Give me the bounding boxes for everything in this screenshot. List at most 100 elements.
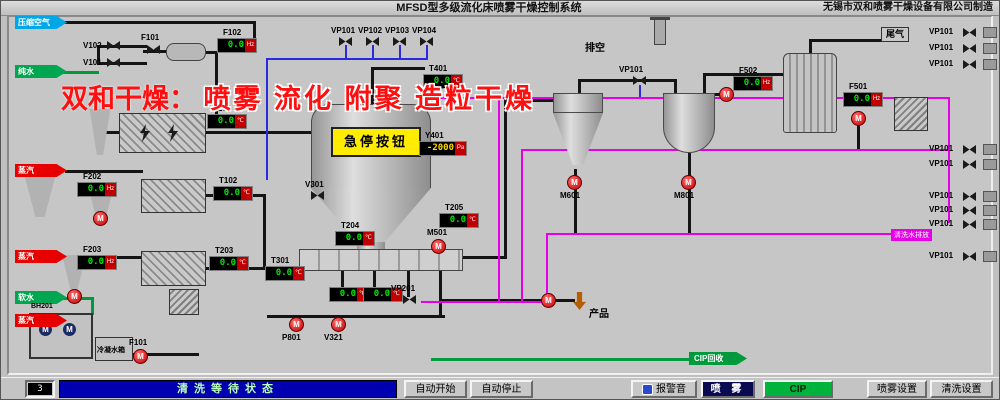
alarm-sound-button[interactable]: 报警音	[631, 380, 697, 398]
pipe	[546, 233, 548, 303]
pipe	[371, 67, 374, 106]
display-unit: ℃	[235, 115, 246, 128]
valve-icon[interactable]	[963, 28, 976, 37]
page-number-box[interactable]: 3	[25, 380, 55, 398]
display-label: F203	[83, 245, 102, 254]
pipe	[703, 73, 785, 76]
valve-icon[interactable]	[963, 206, 976, 215]
numeric-display: 0.0℃	[363, 287, 403, 302]
display-unit: ℃	[451, 75, 462, 88]
valve-icon[interactable]	[420, 37, 433, 46]
pipe	[372, 45, 374, 58]
emergency-stop-button[interactable]: 急停按钮	[331, 127, 421, 157]
pipe	[431, 97, 433, 109]
agitator-motor-icon[interactable]: M	[63, 323, 76, 336]
heat-exchanger	[141, 251, 206, 286]
pipe	[504, 99, 507, 259]
pipe	[574, 169, 577, 233]
valve-label: VP101	[929, 205, 954, 214]
pipe	[373, 271, 376, 288]
display-unit: ℃	[391, 288, 402, 301]
filter-box	[169, 289, 199, 315]
valve-icon[interactable]	[963, 60, 976, 69]
pipe	[857, 121, 860, 151]
lightning-icon	[168, 124, 178, 142]
valve-label: VP104	[412, 26, 437, 35]
valve-icon[interactable]	[963, 145, 976, 154]
pump-icon[interactable]: M	[289, 317, 304, 332]
pump-icon[interactable]: M	[67, 289, 82, 304]
pipe	[206, 51, 218, 54]
pipe	[809, 39, 812, 55]
display-label: F102	[223, 28, 242, 37]
pump-icon[interactable]: M	[719, 87, 734, 102]
pump-icon[interactable]: M	[431, 239, 446, 254]
display-label: T203	[215, 246, 234, 255]
display-value: 0.0	[339, 289, 356, 299]
display-value: 0.0	[449, 215, 466, 225]
valve-icon[interactable]	[107, 41, 120, 50]
pump-icon[interactable]: M	[331, 317, 346, 332]
valve-label: VP101	[929, 43, 954, 52]
display-unit: Hz	[245, 39, 256, 52]
valve-icon[interactable]	[311, 191, 324, 200]
display-unit: ℃	[357, 288, 368, 301]
display-value: 0.0	[345, 233, 362, 243]
cyclone-separator	[553, 93, 603, 113]
pump-icon[interactable]: M	[681, 175, 696, 190]
valve-label: VP101	[929, 219, 954, 228]
filter-box	[894, 97, 928, 131]
numeric-display: 0.0℃	[335, 231, 375, 246]
display-label: T201	[213, 104, 232, 113]
pipe-stub	[983, 59, 997, 70]
stream-tag: 蒸汽	[15, 164, 67, 177]
display-value: 0.0	[275, 268, 292, 278]
valve-label: V101	[83, 58, 102, 67]
cip-button[interactable]: CIP	[763, 380, 833, 398]
valve-icon[interactable]	[147, 45, 160, 54]
clean-settings-button[interactable]: 清洗设置	[930, 380, 993, 398]
pipe	[399, 45, 401, 58]
valve-icon[interactable]	[963, 44, 976, 53]
pump-icon[interactable]: M	[93, 211, 108, 226]
valve-label: V102	[83, 41, 102, 50]
numeric-display: 0.0℃	[209, 256, 249, 271]
valve-icon[interactable]	[403, 295, 416, 304]
valve-icon[interactable]	[366, 37, 379, 46]
valve-icon[interactable]	[633, 76, 646, 85]
auto-start-button[interactable]: 自动开始	[404, 380, 467, 398]
pipe	[91, 297, 94, 315]
pipe	[206, 131, 313, 134]
pump-label: M501	[427, 228, 448, 237]
pump-label: M801	[674, 191, 695, 200]
spray-settings-button[interactable]: 喷雾设置	[867, 380, 927, 398]
valve-label: VP101	[929, 191, 954, 200]
spray-button[interactable]: 喷 雾	[701, 380, 755, 398]
vent-stack	[654, 19, 666, 45]
stream-tag: 蒸汽	[15, 314, 67, 327]
pump-icon[interactable]: M	[133, 349, 148, 364]
spray-settings-label: 喷雾设置	[877, 383, 917, 395]
valve-icon[interactable]	[963, 220, 976, 229]
display-value: 0.0	[433, 76, 450, 86]
pump-icon[interactable]: M	[567, 175, 582, 190]
pipe	[371, 67, 425, 70]
pump-icon[interactable]: M	[851, 111, 866, 126]
pump-label: V321	[324, 333, 343, 342]
auto-stop-label: 自动停止	[481, 383, 522, 395]
pipe	[703, 73, 706, 95]
valve-icon[interactable]	[963, 160, 976, 169]
valve-icon[interactable]	[393, 37, 406, 46]
valve-icon[interactable]	[339, 37, 352, 46]
vent-label: 排空	[585, 43, 605, 54]
display-label: F502	[739, 66, 758, 75]
valve-icon[interactable]	[963, 192, 976, 201]
numeric-display: 0.0℃	[439, 213, 479, 228]
valve-icon[interactable]	[107, 58, 120, 67]
stream-tag: 压缩空气	[15, 16, 67, 29]
pump-icon[interactable]: M	[541, 293, 556, 308]
auto-stop-button[interactable]: 自动停止	[470, 380, 533, 398]
display-value: 0.0	[219, 258, 236, 268]
valve-icon[interactable]	[963, 252, 976, 261]
